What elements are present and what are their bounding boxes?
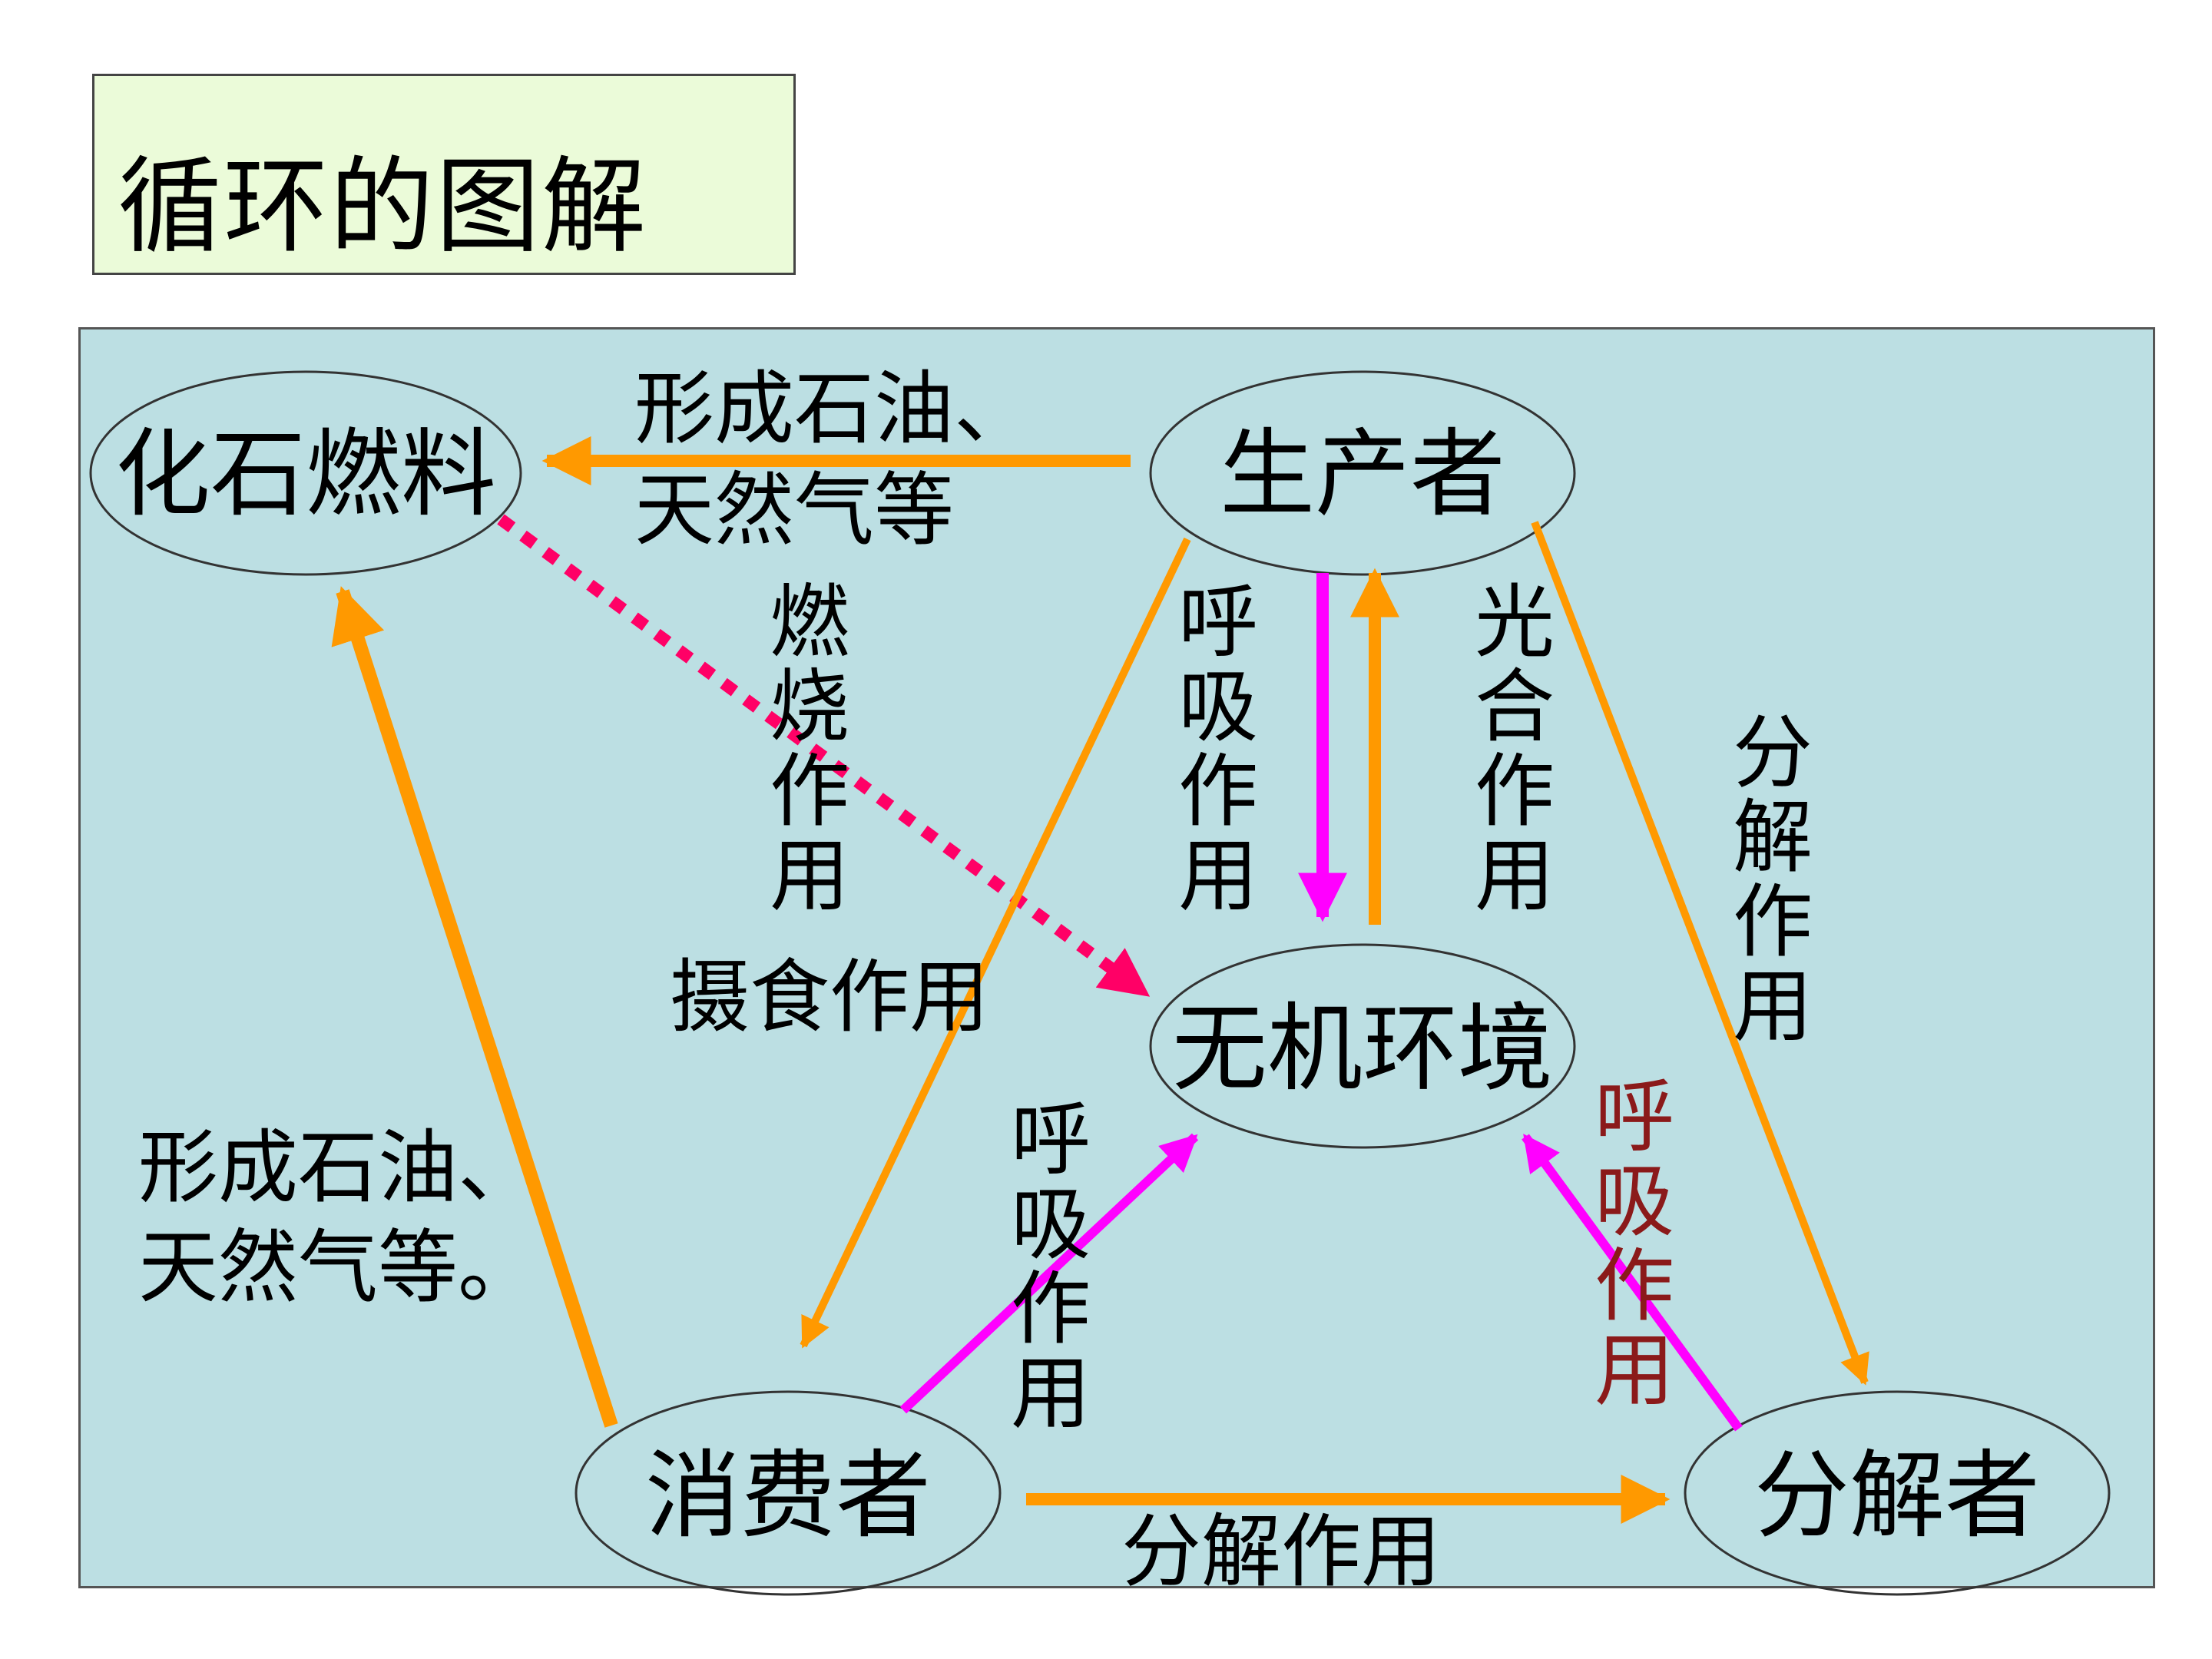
node-inorganic-env: 无机环境 (1149, 943, 1576, 1149)
node-consumer: 消费者 (575, 1390, 1002, 1596)
label-producer-respiration-char1: 呼 (1178, 575, 1258, 669)
label-producer-to-fossil-line1: 形成石油、 (634, 362, 1034, 455)
label-consumer-respiration-char1: 呼 (1011, 1093, 1091, 1187)
consumer-ellipse (575, 1390, 1002, 1596)
consumer-label: 消费者 (645, 1441, 931, 1551)
label-combustion-char2: 烧 (770, 660, 849, 753)
label-producer-decomposition: 分 解 作 用 (1733, 706, 1813, 1053)
label-combustion-char3: 作 (770, 744, 849, 838)
decomposer-ellipse (1684, 1390, 2111, 1596)
label-photosynthesis-char1: 光 (1475, 575, 1555, 669)
label-decomposer-respiration-char1: 呼 (1594, 1070, 1674, 1164)
label-photosynthesis-char3: 作 (1475, 744, 1555, 838)
inorganic-env-label: 无机环境 (1172, 994, 1553, 1104)
label-producer-respiration-char3: 作 (1178, 744, 1258, 838)
label-consumer-to-fossil: 形成石油、 天然气等。 (138, 1121, 538, 1314)
label-photosynthesis: 光 合 作 用 (1475, 575, 1555, 922)
fossil-fuel-label: 化石燃料 (115, 419, 496, 530)
arrow-consumer-to-fossil (331, 586, 618, 1428)
arrow-producer-to-consumer (800, 537, 1191, 1349)
label-photosynthesis-char4: 用 (1475, 829, 1555, 922)
fossil-fuel-ellipse (89, 370, 522, 576)
label-consumer-respiration-char2: 吸 (1011, 1177, 1091, 1271)
label-combustion-char1: 燃 (770, 575, 849, 669)
arrow-decomposer-respiration (1522, 1134, 1743, 1432)
arrow-fossil-combustion (497, 514, 1151, 999)
label-combustion-char4: 用 (770, 829, 849, 922)
node-decomposer: 分解者 (1684, 1390, 2111, 1596)
label-producer-to-fossil-line2: 天然气等 (634, 463, 954, 557)
label-decomposer-respiration-char2: 吸 (1594, 1154, 1674, 1248)
title-box: 循环的图解 (92, 74, 796, 275)
arrow-consumer-respiration (899, 1133, 1199, 1414)
page-title: 循环的图解 (118, 147, 647, 268)
producer-label: 生产者 (1220, 419, 1505, 530)
label-combustion: 燃 烧 作 用 (770, 575, 849, 922)
decomposer-label: 分解者 (1754, 1441, 2040, 1551)
label-decomposer-respiration-char4: 用 (1594, 1323, 1674, 1417)
inorganic-env-ellipse (1149, 943, 1576, 1149)
label-feeding: 摄食作用 (670, 950, 989, 1044)
label-consumer-to-fossil-line1: 形成石油、 (138, 1121, 538, 1214)
label-producer-decomposition-char3: 作 (1733, 875, 1813, 969)
label-producer-respiration-char2: 吸 (1178, 660, 1258, 753)
label-decomposer-respiration: 呼 吸 作 用 (1594, 1070, 1674, 1417)
label-consumer-respiration: 呼 吸 作 用 (1011, 1093, 1091, 1440)
label-consumer-to-fossil-line2: 天然气等。 (138, 1220, 538, 1314)
label-decomposer-respiration-char3: 作 (1594, 1239, 1674, 1333)
label-consumer-decomposition: 分解作用 (1121, 1505, 1441, 1598)
label-producer-decomposition-char1: 分 (1733, 706, 1813, 800)
label-producer-decomposition-char2: 解 (1733, 790, 1813, 884)
label-producer-to-fossil: 形成石油、 天然气等 (634, 362, 1034, 557)
label-photosynthesis-char2: 合 (1475, 660, 1555, 753)
node-fossil-fuel: 化石燃料 (89, 370, 522, 576)
arrow-producer-to-decomposer (1531, 521, 1869, 1386)
label-producer-respiration: 呼 吸 作 用 (1178, 575, 1258, 922)
label-consumer-respiration-char3: 作 (1011, 1262, 1091, 1356)
label-consumer-respiration-char4: 用 (1011, 1346, 1091, 1440)
label-producer-decomposition-char4: 用 (1733, 959, 1813, 1053)
node-producer: 生产者 (1149, 370, 1576, 576)
label-producer-respiration-char4: 用 (1178, 829, 1258, 922)
